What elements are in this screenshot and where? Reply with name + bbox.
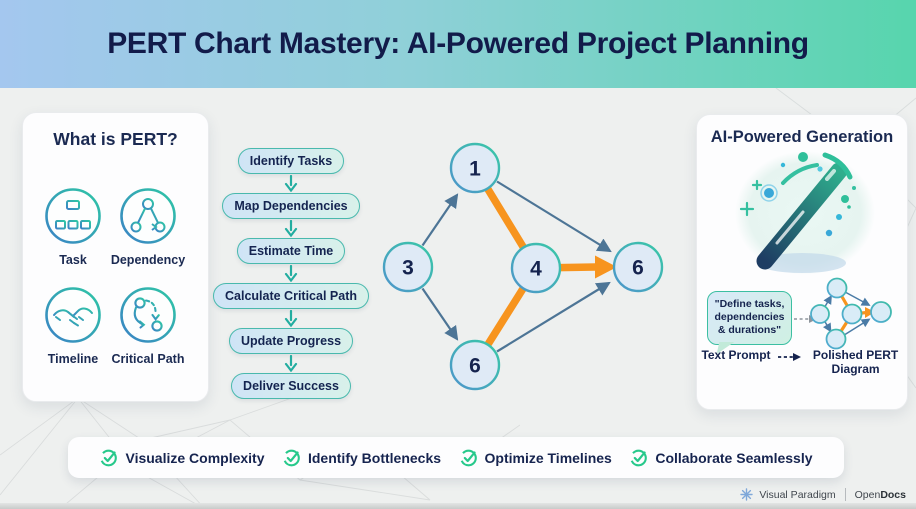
benefit-label: Optimize Timelines xyxy=(484,449,612,466)
pert-item-critical-path: Critical Path xyxy=(108,286,188,366)
flow-step-estimate-time: Estimate Time xyxy=(236,238,346,264)
footer-divider xyxy=(844,488,846,501)
org-chart-icon xyxy=(45,188,101,244)
node-3 xyxy=(382,241,434,293)
caption-dashed-arrow-icon xyxy=(777,351,802,365)
pert-item-task: Task xyxy=(33,187,113,267)
prompt-speech-bubble: "Define tasks, dependencies & durations" xyxy=(707,291,792,345)
curved-route-icon xyxy=(120,287,176,343)
pert-network-diagram: 1 3 4 6 6 xyxy=(375,125,675,400)
ai-generation-card: AI-Powered Generation xyxy=(696,114,908,410)
pert-item-label: Task xyxy=(59,253,87,267)
product-name: OpenDocs xyxy=(854,488,906,501)
node-label: 6 xyxy=(469,355,481,378)
pert-item-label: Critical Path xyxy=(111,352,185,366)
pert-item-timeline: Timeline xyxy=(33,286,113,366)
magic-wand-icon xyxy=(717,141,887,291)
flow-step-deliver-success: Deliver Success xyxy=(231,373,351,399)
handshake-icon xyxy=(45,287,101,343)
ai-caption-row: Text Prompt Polished PERT Diagram xyxy=(697,348,907,377)
node-label: 4 xyxy=(530,258,542,281)
flow-down-arrow-icon xyxy=(284,219,298,238)
normal-edges xyxy=(421,180,612,353)
pert-item-label: Dependency xyxy=(110,253,186,267)
benefit-optimize-timelines: Optimize Timelines xyxy=(459,448,612,467)
node-label: 3 xyxy=(402,257,414,280)
mini-pert-diagram xyxy=(799,273,903,370)
critical-arrowhead xyxy=(595,255,617,279)
visual-paradigm-logo xyxy=(740,488,754,501)
flow-step-update-progress: Update Progress xyxy=(228,328,354,354)
network-nodes: 1 3 4 6 6 xyxy=(382,142,664,391)
flow-step-map-dependencies: Map Dependencies xyxy=(222,193,360,219)
page-title: PERT Chart Mastery: AI-Powered Project P… xyxy=(107,27,809,60)
brand-name: Visual Paradigm xyxy=(759,488,836,501)
benefit-label: Collaborate Seamlessly xyxy=(655,449,813,466)
node-triangle-icon xyxy=(120,188,176,244)
flow-step-calculate-critical-path: Calculate Critical Path xyxy=(213,283,369,309)
text-prompt-label: Text Prompt xyxy=(701,348,771,362)
what-is-pert-card: What is PERT? Task xyxy=(22,112,209,402)
flow-down-arrow-icon xyxy=(284,264,298,283)
check-circle-icon xyxy=(630,449,648,467)
benefit-label: Identify Bottlenecks xyxy=(307,449,442,466)
node-4 xyxy=(510,242,562,294)
header-banner: PERT Chart Mastery: AI-Powered Project P… xyxy=(0,0,916,88)
result-label: Polished PERT Diagram xyxy=(812,348,899,377)
check-circle-icon xyxy=(100,449,118,467)
node-6-bottom xyxy=(449,339,501,391)
footer-branding: Visual Paradigm OpenDocs xyxy=(740,488,906,501)
process-flow: Identify Tasks Map Dependencies Estimate… xyxy=(213,148,369,399)
flow-step-identify-tasks: Identify Tasks xyxy=(237,148,345,174)
flow-down-arrow-icon xyxy=(284,354,298,373)
ai-generation-title: AI-Powered Generation xyxy=(710,128,894,146)
what-is-pert-title: What is PERT? xyxy=(53,129,178,149)
benefit-identify-bottlenecks: Identify Bottlenecks xyxy=(282,448,441,467)
prompt-quote-text: "Define tasks, dependencies & durations" xyxy=(714,298,785,337)
flow-down-arrow-icon xyxy=(284,309,298,328)
pert-item-label: Timeline xyxy=(47,352,99,366)
benefits-bar: Visualize Complexity Identify Bottleneck… xyxy=(68,437,844,478)
node-1 xyxy=(449,142,501,194)
node-label: 6 xyxy=(632,257,644,280)
benefit-collaborate-seamlessly: Collaborate Seamlessly xyxy=(629,448,813,467)
node-label: 1 xyxy=(469,158,481,181)
benefit-label: Visualize Complexity xyxy=(125,449,265,466)
bottom-edge-strip xyxy=(0,503,916,509)
check-circle-icon xyxy=(459,449,477,467)
pert-item-dependency: Dependency xyxy=(108,187,188,267)
check-circle-icon xyxy=(283,449,300,467)
flow-down-arrow-icon xyxy=(284,174,298,193)
node-6-right xyxy=(612,241,664,293)
benefit-visualize-complexity: Visualize Complexity xyxy=(99,448,265,467)
